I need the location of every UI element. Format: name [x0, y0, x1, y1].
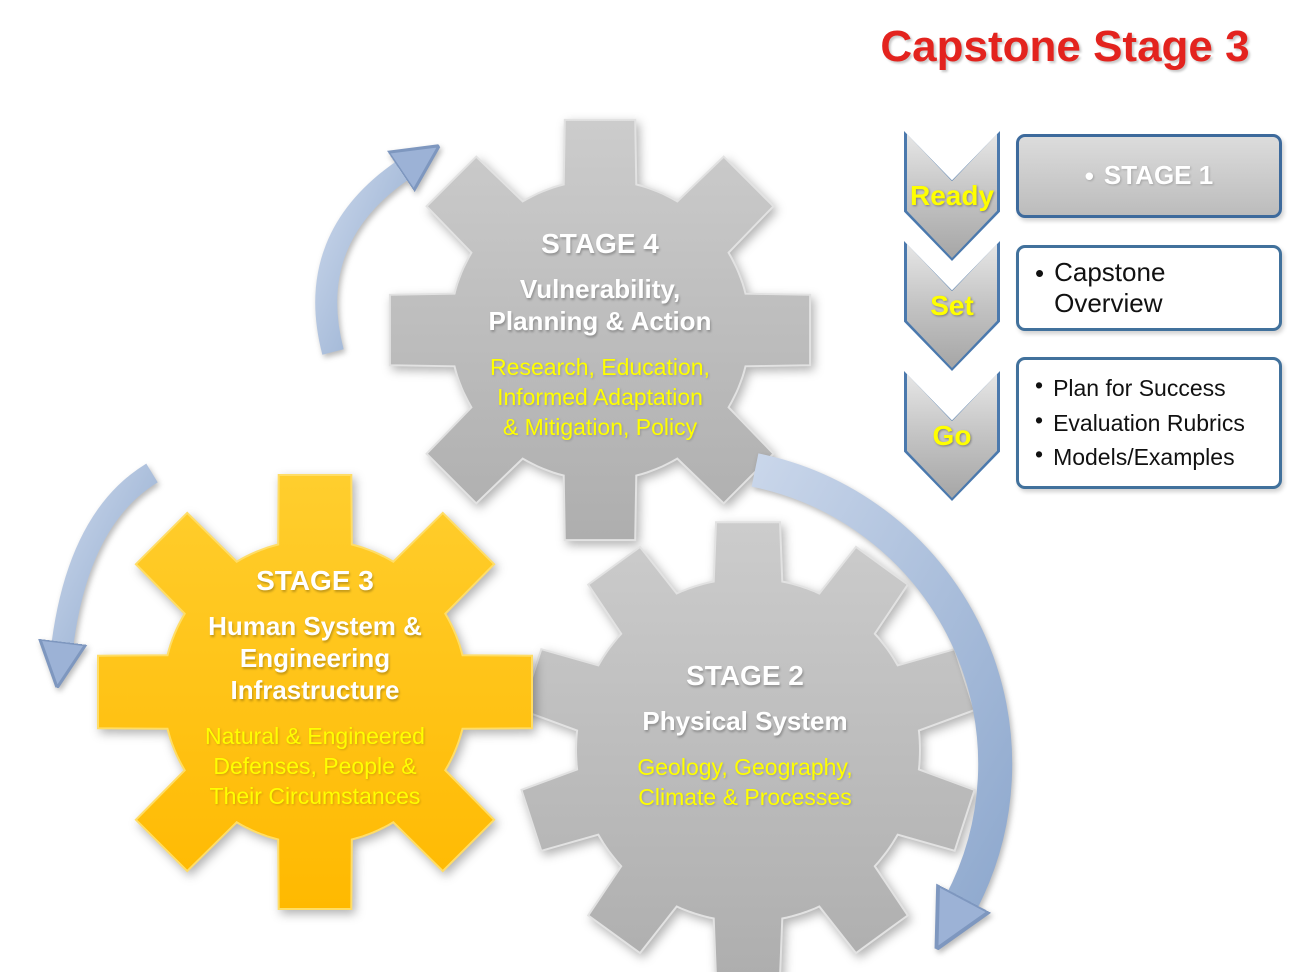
gear-stage2 — [520, 521, 976, 972]
list-item: • Evaluation Rubrics — [1035, 406, 1269, 441]
gear-stage4 — [388, 118, 812, 542]
bullet-icon: • — [1035, 258, 1045, 289]
go-box-text-3: Models/Examples — [1053, 444, 1235, 471]
bullet-icon: • — [1084, 160, 1094, 191]
arrow-down-left-icon — [62, 463, 158, 648]
chevron-go-label: Go — [932, 420, 972, 451]
list-item: • Plan for Success — [1035, 371, 1269, 406]
stage2-label: STAGE 2 — [686, 660, 804, 691]
set-box-text: Capstone Overview — [1054, 257, 1166, 318]
arrow-right-down-icon — [751, 453, 1013, 905]
go-box-text-2: Evaluation Rubrics — [1053, 409, 1245, 436]
ready-box-text: STAGE 1 — [1103, 159, 1214, 190]
bullet-icon: • — [1035, 372, 1044, 399]
list-item: • Models/Examples — [1035, 440, 1269, 475]
gear-stage3 — [97, 474, 533, 910]
gear-stage3-text: STAGE 3 Human System & Engineering Infra… — [165, 565, 465, 812]
gear-stage2-text: STAGE 2 Physical System Geology, Geograp… — [585, 660, 905, 813]
chevron-set-label: Set — [930, 290, 974, 321]
set-overview-box: • Capstone Overview — [1016, 245, 1282, 331]
go-box-text-1: Plan for Success — [1053, 375, 1226, 402]
gear-stage4-text: STAGE 4 Vulnerability, Planning & Action… — [440, 228, 760, 443]
stage4-title: Vulnerability, Planning & Action — [488, 274, 712, 336]
slide-title: Capstone Stage 3 — [880, 22, 1250, 71]
go-details-box: • Plan for Success • Evaluation Rubrics … — [1016, 357, 1282, 489]
stage2-subtitle: Geology, Geography, Climate & Processes — [637, 753, 853, 810]
bullet-icon: • — [1035, 441, 1044, 468]
chevron-ready-label: Ready — [909, 180, 995, 211]
arrow-up-right-icon — [315, 168, 406, 355]
stage4-subtitle: Research, Education, Informed Adaptation… — [490, 353, 710, 440]
stage3-subtitle: Natural & Engineered Defenses, People & … — [205, 722, 425, 809]
stage2-title: Physical System — [642, 706, 848, 736]
list-item: • STAGE 1 — [1085, 160, 1213, 193]
stage3-label: STAGE 3 — [256, 565, 374, 596]
bullet-icon: • — [1035, 406, 1044, 433]
ready-stage1-box: • STAGE 1 — [1016, 134, 1282, 218]
list-item: • Capstone Overview — [1035, 257, 1269, 318]
stage3-title: Human System & Engineering Infrastructur… — [208, 611, 422, 705]
stage4-label: STAGE 4 — [541, 228, 659, 259]
